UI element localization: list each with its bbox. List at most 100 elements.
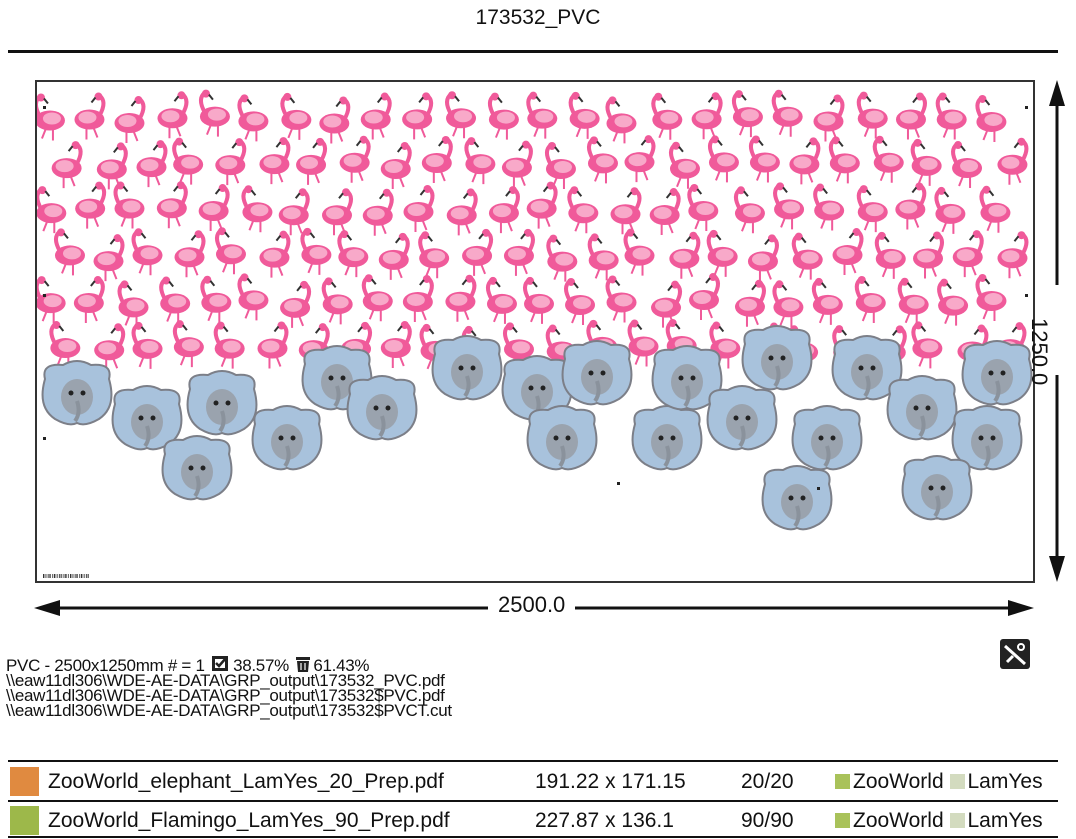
flamingo-sticker [296,137,328,185]
job-row[interactable]: ZooWorld_elephant_LamYes_20_Prep.pdf 191… [8,764,1058,798]
flamingo-sticker [94,323,126,371]
flamingo-sticker [446,188,478,236]
elephant-sticker [161,435,233,501]
flamingo-sticker [257,321,289,369]
flamingo-sticker [361,274,393,322]
tag-swatch [949,813,965,828]
flamingo-sticker [464,137,496,185]
tag-zooworld: ZooWorld [835,809,944,833]
flamingo-sticker [402,92,434,140]
flamingo-sticker [587,233,619,281]
nesting-canvas [37,89,1033,578]
elephant-sticker [251,405,323,471]
flamingo-sticker [734,279,766,327]
flamingo-sticker [159,276,191,324]
flamingo-sticker [731,90,763,138]
flamingo-sticker [131,321,163,369]
sheet-preview[interactable] [35,80,1035,583]
flamingo-sticker [445,274,477,322]
elephant-sticker [431,335,503,401]
job-tags: ZooWorld LamYes [835,770,1043,794]
flamingo-sticker [669,231,701,279]
flamingo-sticker [772,280,804,328]
elephant-sticker [901,455,973,521]
flamingo-sticker [319,96,351,144]
elephant-sticker [886,375,958,441]
cut-tool-icon[interactable] [999,638,1031,670]
flamingo-sticker [172,137,204,185]
flamingo-sticker [37,276,66,324]
elephant-sticker [761,465,833,531]
registration-mark [817,487,820,490]
flamingo-sticker [280,92,312,140]
flamingo-sticker [213,321,245,369]
registration-mark [43,294,46,297]
tag-swatch [835,774,850,789]
flamingo-sticker [117,280,149,328]
flamingo-sticker [828,136,860,184]
elephant-sticker [526,405,598,471]
job-row[interactable]: ZooWorld_Flamingo_LamYes_90_Prep.pdf 227… [8,803,1058,837]
elephant-sticker [501,355,573,421]
sheet-barcode [43,574,89,578]
flamingo-sticker [53,228,85,276]
layout-title: 173532_PVC [475,6,601,29]
flamingo-sticker [747,234,779,282]
flamingo-sticker [564,277,596,325]
registration-mark [43,106,46,109]
flamingo-sticker [501,140,533,188]
flamingo-sticker [402,274,434,322]
flamingo-sticker [114,96,146,144]
flamingo-sticker [623,228,655,276]
flamingo-sticker [544,141,576,189]
flamingo-sticker [156,181,188,229]
flamingo-sticker [237,94,269,142]
job-color-swatch [10,806,39,835]
registration-mark [43,437,46,440]
flamingo-sticker [605,275,637,323]
job-size: 227.87 x 136.1 [535,809,674,832]
flamingo-sticker [689,273,720,321]
flamingo-sticker [856,185,888,233]
tag-zooworld: ZooWorld [835,770,944,794]
tag-swatch [835,813,850,828]
flamingo-sticker [157,91,189,139]
flamingo-sticker [172,320,204,368]
height-dimension-label: 1250.0 [1027,318,1052,386]
flamingo-sticker [913,231,945,279]
flamingo-sticker [37,186,67,234]
flamingo-sticker [856,91,888,139]
flamingo-sticker [113,181,145,229]
flamingo-sticker [462,228,494,276]
flamingo-sticker [811,277,843,325]
tag-lamyes: LamYes [949,809,1043,833]
output-path-cut: \\eaw11dl306\WDE-AE-DATA\GRP_output\1735… [6,701,452,720]
flamingo-sticker [791,232,823,280]
tag-label: LamYes [967,770,1043,793]
row-divider [8,800,1058,802]
job-tags: ZooWorld LamYes [835,809,1043,833]
elephant-sticker [186,370,258,436]
flamingo-sticker [360,92,392,140]
flamingo-sticker [668,141,700,189]
flamingo-sticker [418,231,450,279]
output-path-pdf: \\eaw11dl306\WDE-AE-DATA\GRP_output\1735… [6,671,445,690]
tag-swatch [949,774,965,789]
flamingo-sticker [910,138,942,186]
flamingo-sticker [278,188,310,236]
elephant-sticker [41,360,113,426]
flamingo-sticker [339,135,371,183]
flamingo-sticker [649,188,681,236]
elephant-sticker [631,405,703,471]
flamingo-sticker [241,185,273,233]
output-path-print-pdf: \\eaw11dl306\WDE-AE-DATA\GRP_output\1735… [6,686,445,705]
flamingo-sticker [691,92,723,140]
flamingo-sticker [975,273,1007,321]
flamingo-sticker [813,183,845,231]
job-size: 191.22 x 171.15 [535,770,686,793]
flamingo-sticker [487,92,519,140]
flamingo-sticker [951,141,983,189]
flamingo-sticker [952,230,984,278]
flamingo-sticker [895,182,927,230]
flamingo-sticker [198,184,230,232]
